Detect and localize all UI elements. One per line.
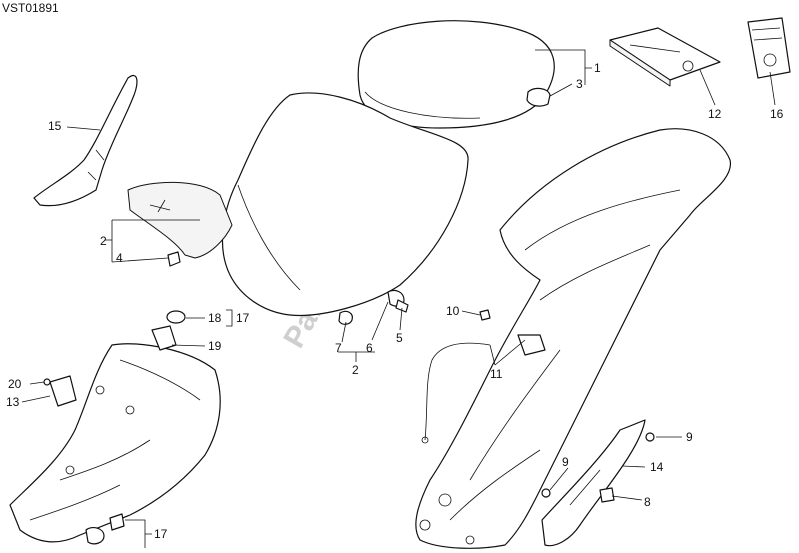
label-19: 19 [208, 339, 222, 353]
screws [541, 432, 655, 498]
label-17-upper: 17 [236, 311, 250, 325]
label-3: 3 [576, 77, 583, 91]
side-cover [541, 419, 646, 547]
label-4: 4 [116, 251, 123, 265]
callout-labels: 1 2 2 3 4 5 6 7 8 9 9 10 11 12 13 14 15 … [6, 61, 784, 541]
label-18: 18 [208, 311, 222, 325]
label-13: 13 [6, 395, 20, 409]
small-plate [43, 375, 77, 407]
rider-seat [357, 20, 555, 129]
label-12: 12 [708, 107, 722, 121]
seat-grommet [526, 87, 551, 107]
document-bag [747, 17, 791, 79]
label-10: 10 [446, 304, 460, 318]
small-hardware [338, 289, 409, 325]
label-14: 14 [650, 460, 664, 474]
label-16: 16 [770, 107, 784, 121]
label-9-left: 9 [562, 455, 569, 469]
label-11: 11 [490, 367, 503, 381]
label-2-lower: 2 [352, 363, 359, 377]
lower-key-pieces [85, 513, 125, 545]
label-15: 15 [48, 119, 62, 133]
side-bracket [33, 74, 138, 207]
diagram-code: VST01891 [2, 1, 59, 15]
leader-lines [21, 49, 776, 548]
owner-manual [609, 27, 721, 87]
label-7: 7 [335, 341, 342, 355]
label-1: 1 [594, 61, 601, 75]
clip [599, 487, 615, 503]
label-17-lower: 17 [154, 527, 168, 541]
label-20: 20 [8, 377, 22, 391]
label-5: 5 [396, 331, 403, 345]
label-6: 6 [366, 341, 373, 355]
rear-subframe [415, 128, 731, 549]
seat-pin [167, 251, 181, 267]
label-2-upper: 2 [100, 234, 107, 248]
label-8: 8 [644, 495, 651, 509]
passenger-seat [221, 92, 469, 317]
label-9-right: 9 [686, 430, 693, 444]
rear-undertray [9, 343, 221, 543]
cap-and-bracket [151, 310, 186, 351]
